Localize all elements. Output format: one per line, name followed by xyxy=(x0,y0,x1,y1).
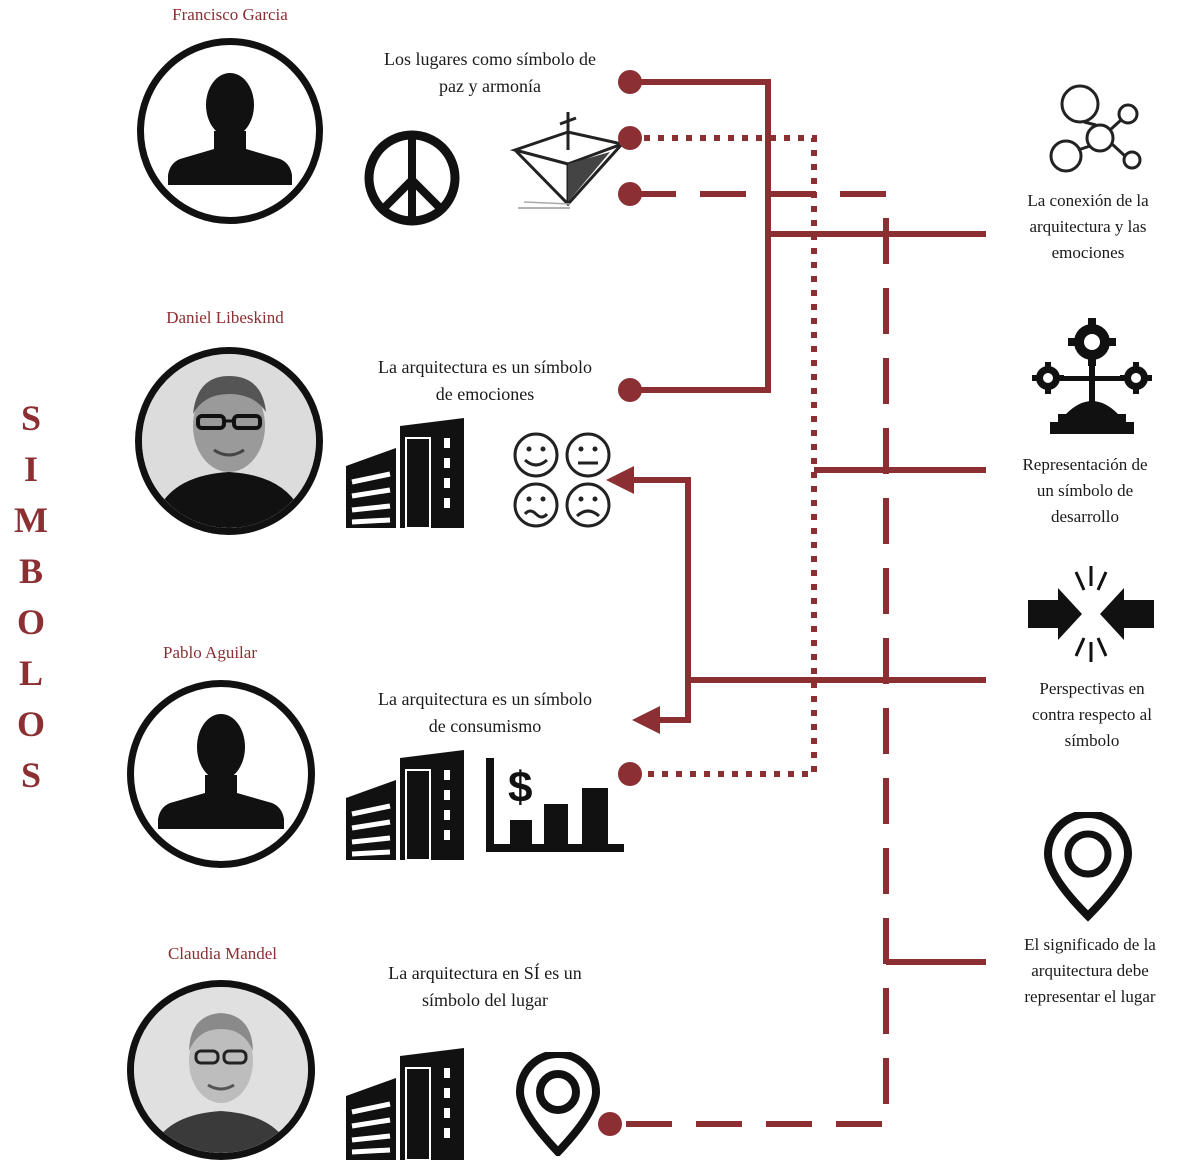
author-name: Daniel Libeskind xyxy=(166,308,284,327)
side-title: S I M B O L O S xyxy=(14,393,48,801)
portrait-photo xyxy=(142,354,316,528)
author-statement: Los lugares como símbolo de paz y armoní… xyxy=(340,46,640,100)
building-icon xyxy=(346,418,464,528)
person-silhouette-icon xyxy=(158,714,284,829)
connector-dot xyxy=(598,1112,622,1136)
avatar xyxy=(127,980,315,1160)
statement-line: símbolo del lugar xyxy=(422,990,548,1010)
connector-dot xyxy=(618,182,642,206)
concept-label: El significado de la arquitectura debe r… xyxy=(996,932,1184,1010)
side-title-letter: O xyxy=(16,602,45,642)
connector-dot xyxy=(618,762,642,786)
author-name: Francisco Garcia xyxy=(172,5,288,24)
arrowhead xyxy=(632,706,660,734)
concept-line: arquitectura debe xyxy=(1031,961,1149,980)
connector-dot xyxy=(618,70,642,94)
network-icon xyxy=(1049,84,1142,173)
statement-line: de consumismo xyxy=(428,716,542,736)
side-title-letter: S xyxy=(20,398,42,438)
concept-line: símbolo xyxy=(1064,731,1120,750)
connector-development xyxy=(630,135,817,777)
concept-line: desarrollo xyxy=(1051,507,1119,526)
concept-line: Representación de xyxy=(1022,455,1148,474)
connector-perspectives xyxy=(628,477,691,723)
connector-dot xyxy=(618,378,642,402)
side-title-letter: M xyxy=(14,500,48,540)
concept-line: emociones xyxy=(1051,243,1125,262)
concept-label: La conexión de la arquitectura y las emo… xyxy=(998,188,1178,266)
avatar xyxy=(135,347,323,535)
opposing-arrows-icon xyxy=(1028,566,1154,662)
author-name: Pablo Aguilar xyxy=(163,643,257,662)
avatar xyxy=(127,680,315,868)
concept-label: Perspectivas en contra respecto al símbo… xyxy=(1000,676,1184,754)
side-title-letter: S xyxy=(20,755,42,795)
statement-line: La arquitectura es un símbolo xyxy=(378,689,592,709)
statement-line: Los lugares como símbolo de xyxy=(384,49,596,69)
connector-emotions xyxy=(630,79,771,393)
development-gears-icon xyxy=(1032,318,1152,434)
concept-line: contra respecto al xyxy=(1032,705,1152,724)
building-icon xyxy=(346,1048,464,1160)
concept-line: El significado de la xyxy=(1024,935,1156,954)
author-statement: La arquitectura es un símbolo de consumi… xyxy=(330,686,640,740)
location-pin-icon xyxy=(515,1052,601,1156)
side-title-letter: B xyxy=(18,551,43,591)
money-chart-icon: $ xyxy=(486,758,624,852)
person-silhouette-icon xyxy=(168,73,292,185)
concept-line: Perspectivas en xyxy=(1039,679,1145,698)
peace-icon xyxy=(364,130,460,226)
location-pin-icon xyxy=(1043,812,1133,922)
statement-line: paz y armonía xyxy=(439,76,541,96)
concept-line: La conexión de la xyxy=(1027,191,1149,210)
statement-line: de emociones xyxy=(435,384,535,404)
connector-dot xyxy=(618,126,642,150)
connector-place xyxy=(610,191,889,1127)
author-statement: La arquitectura en SÍ es un símbolo del … xyxy=(345,960,625,1014)
concept-line: arquitectura y las xyxy=(1029,217,1147,236)
concept-line: representar el lugar xyxy=(1024,987,1156,1006)
author-name: Claudia Mandel xyxy=(167,944,278,963)
emotions-faces-icon xyxy=(513,432,611,528)
side-title-letter: I xyxy=(23,449,38,489)
svg-text:$: $ xyxy=(508,763,532,812)
side-title-letter: O xyxy=(16,704,45,744)
concept-line: un símbolo de xyxy=(1036,481,1134,500)
author-statement: La arquitectura es un símbolo de emocion… xyxy=(330,354,640,408)
concept-label: Representación de un símbolo de desarrol… xyxy=(996,452,1174,530)
side-title-letter: L xyxy=(18,653,43,693)
statement-line: La arquitectura es un símbolo xyxy=(378,357,592,377)
arrowhead xyxy=(606,466,634,494)
building-icon xyxy=(346,750,464,860)
statement-line: La arquitectura en SÍ es un xyxy=(388,963,582,983)
avatar xyxy=(137,38,323,224)
portrait-photo xyxy=(134,987,308,1153)
